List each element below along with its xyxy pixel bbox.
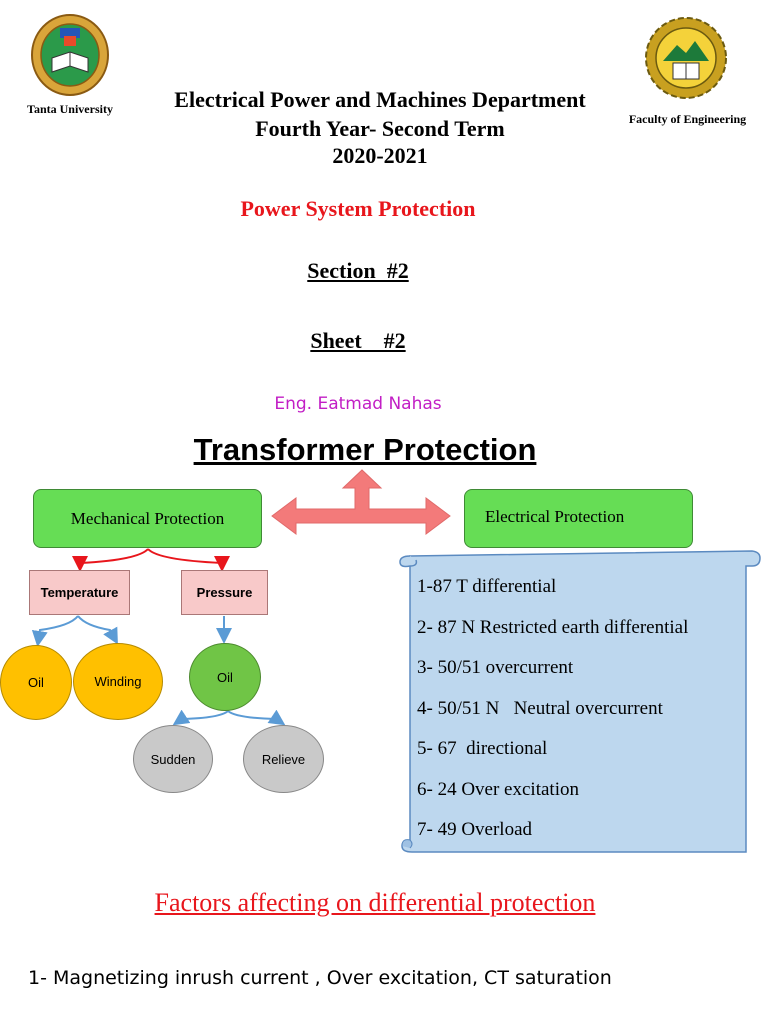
relieve-node: Relieve (243, 725, 324, 793)
mechanical-protection-box: Mechanical Protection (33, 489, 262, 548)
list-item: 1-87 T differential (417, 576, 557, 597)
electrical-protection-box: Electrical Protection (464, 489, 693, 548)
tanta-university-logo (30, 14, 110, 96)
list-item: 6- 24 Over excitation (417, 778, 579, 800)
department-heading: Electrical Power and Machines Department (174, 87, 586, 112)
temperature-oil-node: Oil (0, 645, 72, 720)
list-item: 4- 50/51 N Neutral overcurrent (417, 697, 663, 719)
year-term-heading: Fourth Year- Second Term (255, 116, 505, 141)
list-item: 3- 50/51 overcurrent (417, 657, 574, 678)
electrical-protection-list: 1-87 T differential 2- 87 N Restricted e… (417, 573, 747, 857)
list-item: 5- 67 directional (417, 738, 548, 759)
pressure-oil-node: Oil (189, 643, 261, 711)
sheet-number: Sheet #2 (310, 328, 406, 353)
winding-node: Winding (73, 643, 163, 720)
faculty-of-engineering-logo (643, 15, 729, 101)
section-number: Section #2 (307, 258, 409, 283)
course-title: Power System Protection (240, 196, 476, 221)
scroll-banner-shape (399, 550, 761, 853)
factors-heading: Factors affecting on differential protec… (154, 888, 596, 917)
temperature-box: Temperature (29, 570, 130, 615)
university-name: Tanta University (27, 102, 113, 116)
factor-item: 1- Magnetizing inrush current , Over exc… (28, 967, 612, 989)
diagram-title: Transformer Protection (193, 432, 537, 467)
faculty-name: Faculty of Engineering (628, 112, 747, 126)
bidirectional-arrow-icon (271, 469, 451, 535)
list-item: 2- 87 N Restricted earth differential (417, 616, 689, 638)
instructor-name: Eng. Eatmad Nahas (274, 394, 442, 414)
pressure-box: Pressure (181, 570, 268, 615)
list-item: 7- 49 Overload (417, 819, 533, 840)
sudden-node: Sudden (133, 725, 213, 793)
academic-year-heading: 2020-2021 (332, 143, 428, 168)
